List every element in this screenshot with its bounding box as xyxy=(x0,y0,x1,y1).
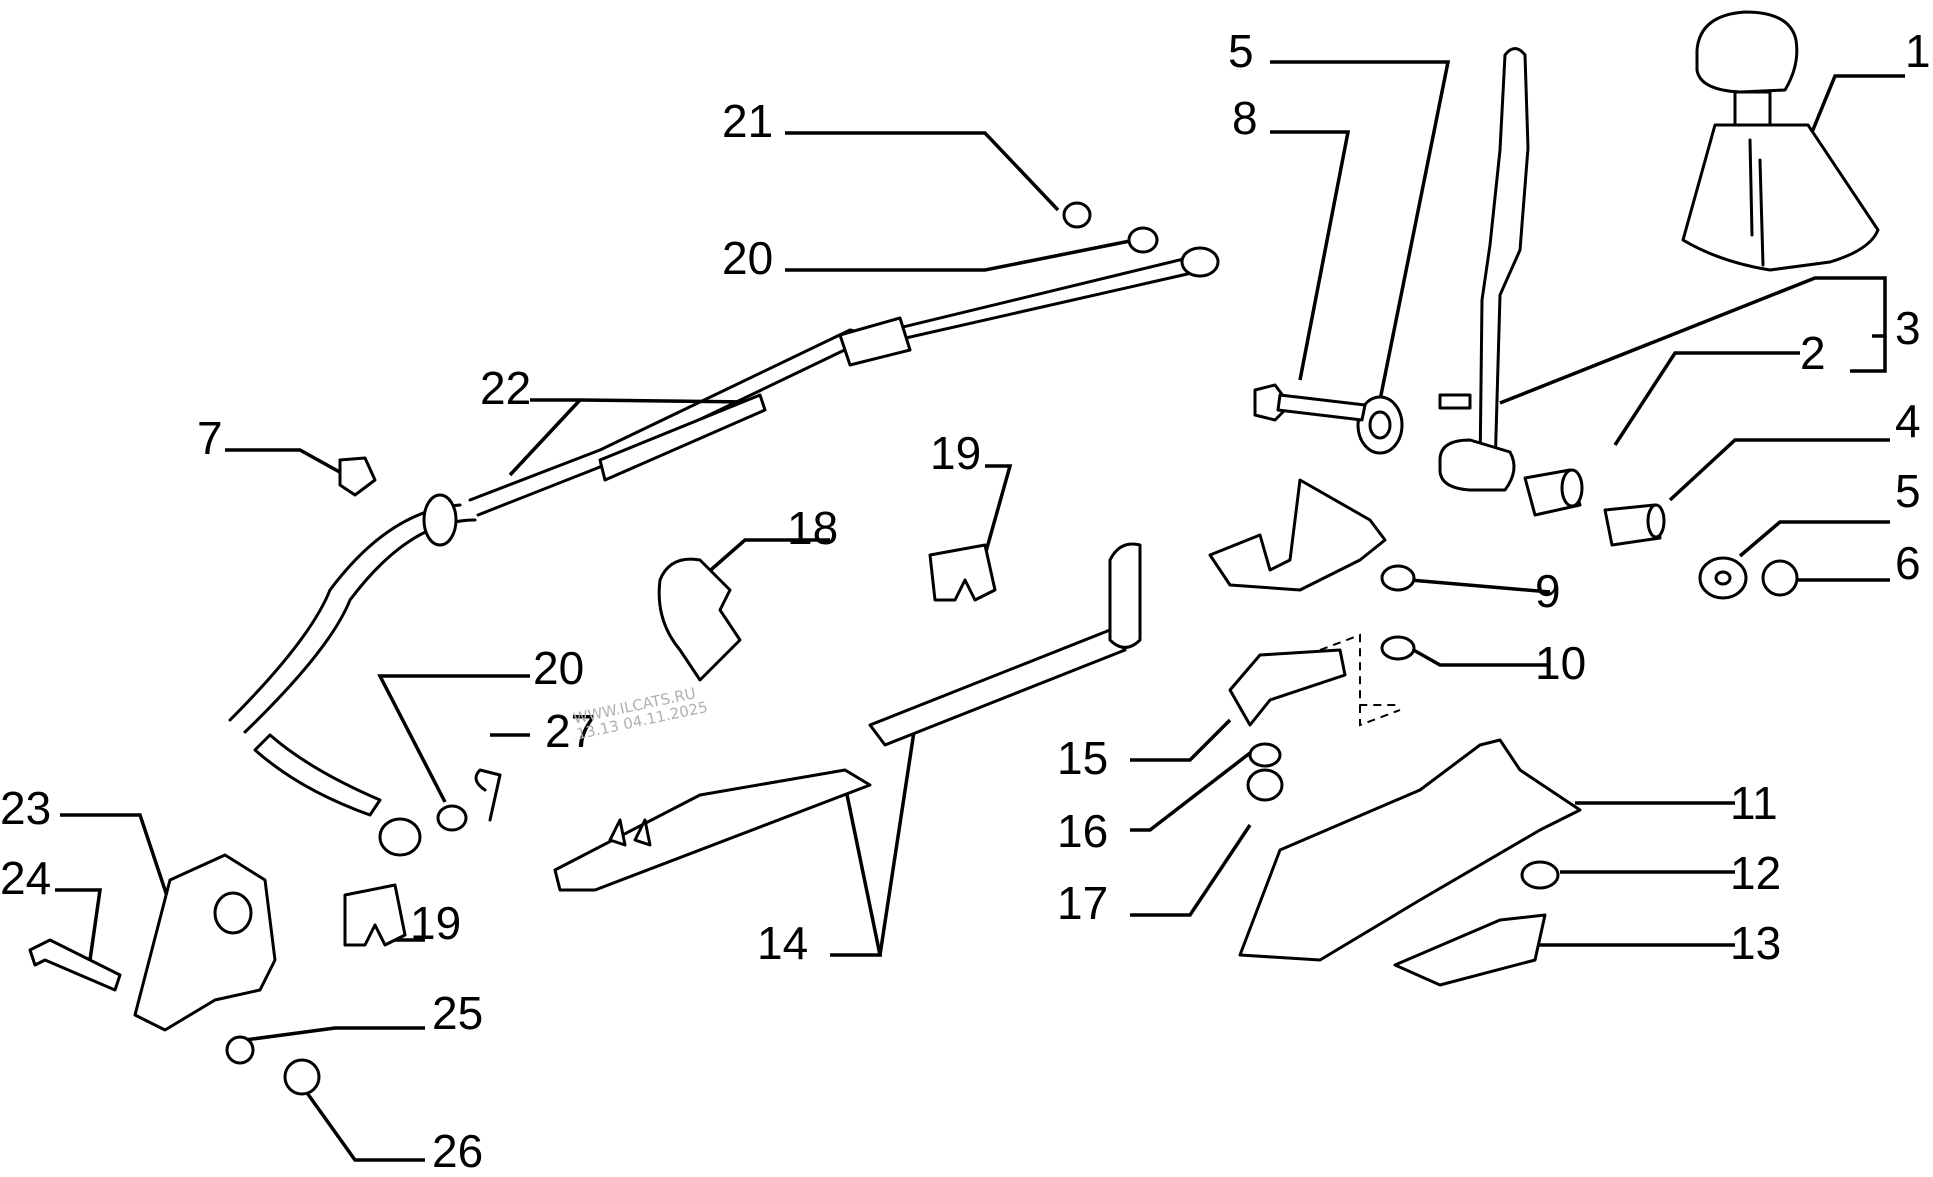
callout-20-upper: 20 xyxy=(722,232,774,284)
callout-6: 6 xyxy=(1895,537,1921,589)
part-selector-rod xyxy=(553,478,1387,892)
leader-22 xyxy=(530,398,751,404)
part-washer-25 xyxy=(225,1035,255,1065)
part-washer-16 xyxy=(1248,742,1282,768)
callout-25: 25 xyxy=(432,987,484,1039)
leader-20a xyxy=(785,238,1136,272)
leader-26 xyxy=(303,1088,425,1162)
leader-20b xyxy=(377,674,530,803)
leader-lines xyxy=(55,60,1905,1162)
callout-4: 4 xyxy=(1895,395,1921,447)
leader-25 xyxy=(244,1026,425,1042)
callout-22: 22 xyxy=(480,362,532,414)
callout-21: 21 xyxy=(722,95,774,147)
part-nut-26 xyxy=(283,1058,321,1096)
leader-18 xyxy=(703,538,830,577)
leader-7 xyxy=(225,448,346,477)
part-bracket-23 xyxy=(133,853,277,1032)
part-gear-knob xyxy=(1681,10,1880,272)
callout-26: 26 xyxy=(432,1125,484,1177)
part-gear-lever xyxy=(1438,47,1530,492)
callout-3: 3 xyxy=(1895,302,1921,354)
callout-18: 18 xyxy=(787,502,839,554)
part-bushing-12 xyxy=(1520,860,1560,890)
leader-16 xyxy=(1130,751,1252,832)
callout-7: 7 xyxy=(197,412,223,464)
callout-19-upper: 19 xyxy=(930,427,982,479)
callout-10: 10 xyxy=(1535,637,1587,689)
callout-5-upper: 5 xyxy=(1228,25,1254,77)
leader-3b xyxy=(1850,336,1887,373)
part-spring-clip-19a xyxy=(928,543,997,602)
leader-22b xyxy=(508,398,582,477)
part-bolt-24 xyxy=(28,938,122,992)
leader-21 xyxy=(785,131,1060,212)
leader-19a xyxy=(983,464,1013,556)
part-circlip-21 xyxy=(436,201,1159,832)
callout-23: 23 xyxy=(0,782,52,834)
part-nut-17 xyxy=(1246,768,1284,802)
callout-20-lower: 20 xyxy=(533,642,585,694)
leader-14 xyxy=(830,784,883,957)
leader-3 xyxy=(1499,276,1887,405)
callout-16: 16 xyxy=(1057,805,1109,857)
callout-15: 15 xyxy=(1057,732,1109,784)
leader-10 xyxy=(1409,646,1550,667)
callout-1: 1 xyxy=(1905,25,1931,77)
callout-2: 2 xyxy=(1800,327,1826,379)
callout-14: 14 xyxy=(757,917,809,969)
leader-5b xyxy=(1738,520,1890,558)
part-clamp-18 xyxy=(657,557,742,682)
callout-27: 27 xyxy=(545,705,597,757)
leader-8 xyxy=(1270,130,1351,381)
part-gasket-13 xyxy=(1393,913,1547,987)
callout-17: 17 xyxy=(1057,877,1109,929)
callout-9: 9 xyxy=(1535,565,1561,617)
part-clip-7 xyxy=(338,456,377,497)
leader-2 xyxy=(1613,351,1800,446)
callout-12: 12 xyxy=(1730,847,1782,899)
leader-4 xyxy=(1668,438,1890,502)
leader-15 xyxy=(1130,718,1232,762)
part-bracket-15 xyxy=(1228,633,1401,727)
leader-23 xyxy=(60,813,172,906)
leader-24 xyxy=(55,888,103,961)
part-support-plate-11 xyxy=(1238,738,1582,962)
callout-8: 8 xyxy=(1232,92,1258,144)
leader-14b xyxy=(878,724,917,956)
callout-24: 24 xyxy=(0,852,52,904)
part-bushings xyxy=(1523,468,1666,547)
leader-9 xyxy=(1409,578,1551,594)
callout-13: 13 xyxy=(1730,917,1782,969)
part-fasteners-right xyxy=(1253,383,1799,661)
callout-19-lower: 19 xyxy=(410,897,462,949)
callout-11: 11 xyxy=(1730,777,1778,829)
part-control-cable xyxy=(228,246,1220,857)
leader-5a xyxy=(1270,60,1451,426)
callout-5-lower: 5 xyxy=(1895,465,1921,517)
leader-17 xyxy=(1130,824,1252,917)
leader-1 xyxy=(1806,74,1905,143)
part-spring-clip-19b xyxy=(343,883,407,947)
